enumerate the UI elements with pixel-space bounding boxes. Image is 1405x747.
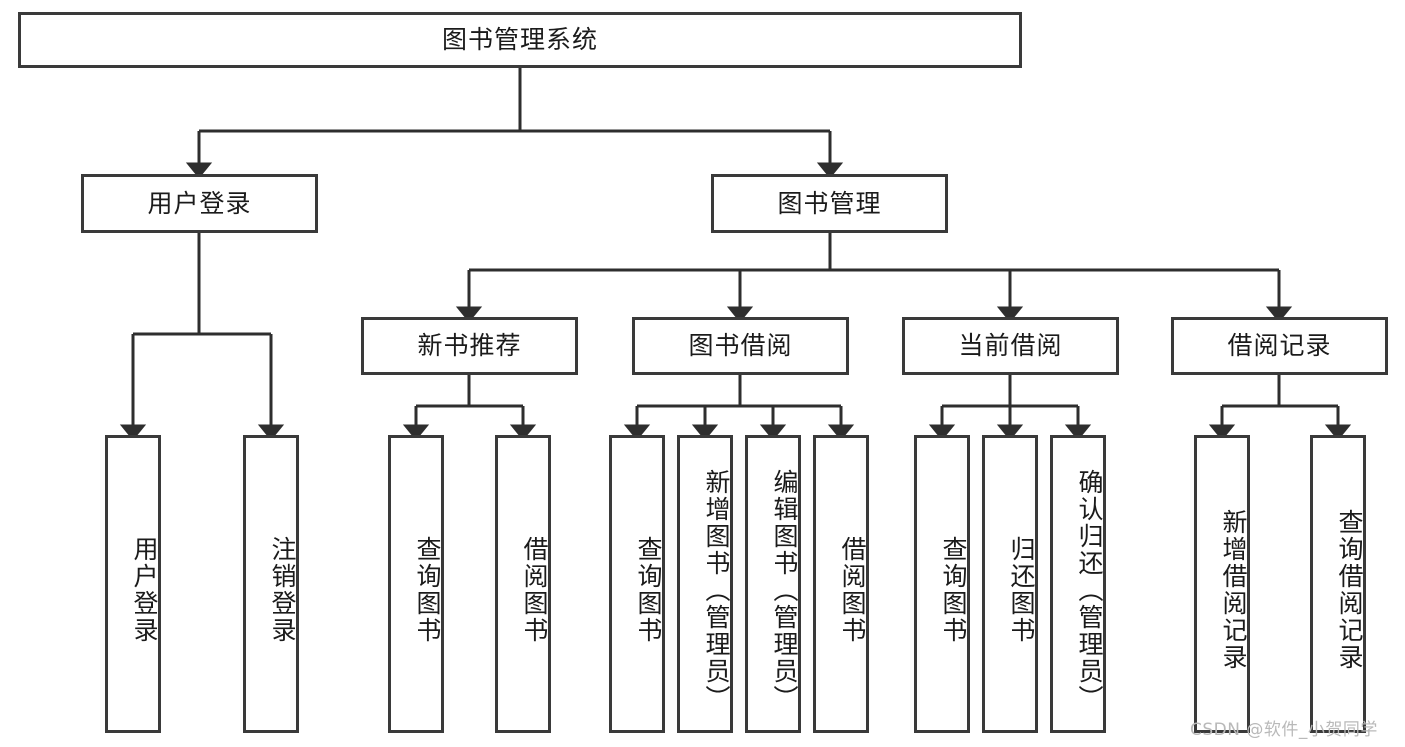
node-label: 查询图书: [413, 536, 442, 644]
node-label: 用户登录: [130, 536, 159, 644]
node-leaf-borrow-book[interactable]: 借阅图书: [813, 435, 869, 733]
node-label: 借阅图书: [838, 536, 867, 644]
node-book-borrow[interactable]: 图书借阅: [632, 317, 849, 375]
node-leaf-return-book[interactable]: 归还图书: [982, 435, 1038, 733]
node-label: 图书管理: [777, 188, 882, 218]
node-label: 新增图书（管理员）: [702, 468, 731, 712]
node-label: 编辑图书（管理员）: [770, 468, 799, 712]
node-leaf-query-book-borrow[interactable]: 查询图书: [609, 435, 665, 733]
node-label: 注销登录: [268, 536, 297, 644]
node-label: 当前借阅: [958, 331, 1063, 360]
node-leaf-add-book-admin[interactable]: 新增图书（管理员）: [677, 435, 733, 733]
node-label: 借阅记录: [1227, 331, 1332, 360]
node-leaf-query-book-recommend[interactable]: 查询图书: [388, 435, 444, 733]
node-current-borrow[interactable]: 当前借阅: [902, 317, 1119, 375]
node-leaf-logout-login[interactable]: 注销登录: [243, 435, 299, 733]
node-new-book-recommend[interactable]: 新书推荐: [361, 317, 578, 375]
node-leaf-confirm-return-admin[interactable]: 确认归还（管理员）: [1050, 435, 1106, 733]
node-label: 新书推荐: [417, 331, 522, 360]
node-borrow-record[interactable]: 借阅记录: [1171, 317, 1388, 375]
csdn-watermark: CSDN @软件_小贺同学: [1190, 720, 1378, 740]
node-label: 新增借阅记录: [1219, 509, 1248, 671]
node-leaf-query-book-current[interactable]: 查询图书: [914, 435, 970, 733]
node-book-management[interactable]: 图书管理: [711, 174, 948, 233]
node-label: 图书管理系统: [441, 25, 598, 54]
node-label: 确认归还（管理员）: [1075, 468, 1104, 712]
node-label: 归还图书: [1007, 536, 1036, 644]
node-user-login[interactable]: 用户登录: [81, 174, 318, 233]
node-label: 借阅图书: [520, 536, 549, 644]
node-label: 查询借阅记录: [1335, 509, 1364, 671]
node-root-book-management-system[interactable]: 图书管理系统: [18, 12, 1022, 68]
node-label: 用户登录: [147, 188, 252, 218]
node-leaf-borrow-book-recommend[interactable]: 借阅图书: [495, 435, 551, 733]
node-leaf-query-borrow-record[interactable]: 查询借阅记录: [1310, 435, 1366, 733]
node-leaf-user-login[interactable]: 用户登录: [105, 435, 161, 733]
node-leaf-add-borrow-record[interactable]: 新增借阅记录: [1194, 435, 1250, 733]
node-label: 图书借阅: [688, 331, 793, 360]
node-label: 查询图书: [634, 536, 663, 644]
node-label: 查询图书: [939, 536, 968, 644]
node-leaf-edit-book-admin[interactable]: 编辑图书（管理员）: [745, 435, 801, 733]
